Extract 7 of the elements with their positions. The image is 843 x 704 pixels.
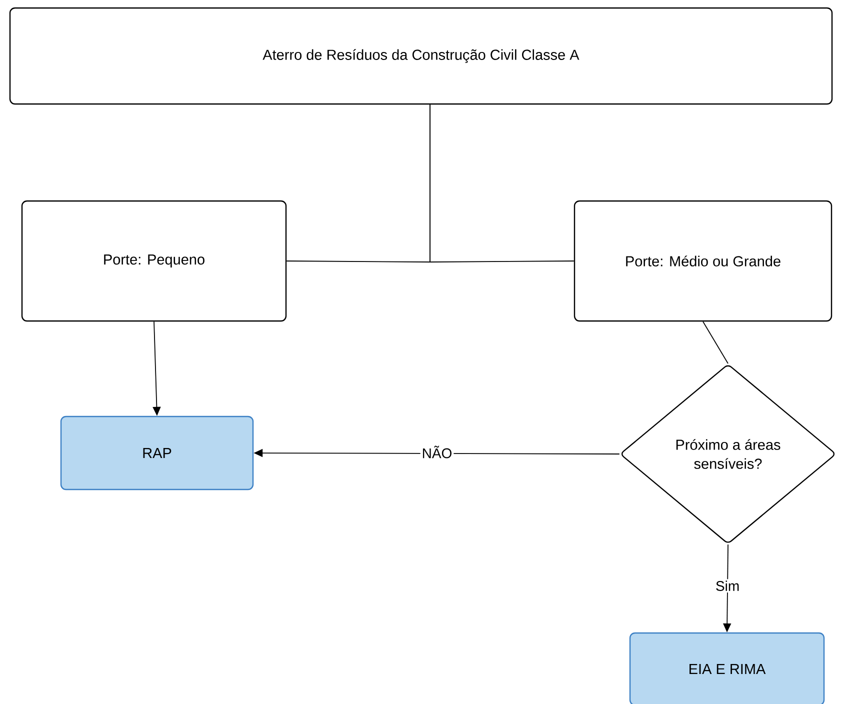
edge-label: NÃO — [420, 444, 454, 460]
process-box: Porte: Médio ou Grande — [574, 200, 832, 322]
process-box: Aterro de Resíduos da Construção Civil Classe A — [9, 7, 833, 105]
process-box: Porte: Pequeno — [21, 200, 287, 322]
edge-label: Sim — [714, 579, 742, 592]
result-box: RAP — [60, 416, 254, 490]
result-box: EIA E RIMA — [629, 632, 825, 704]
